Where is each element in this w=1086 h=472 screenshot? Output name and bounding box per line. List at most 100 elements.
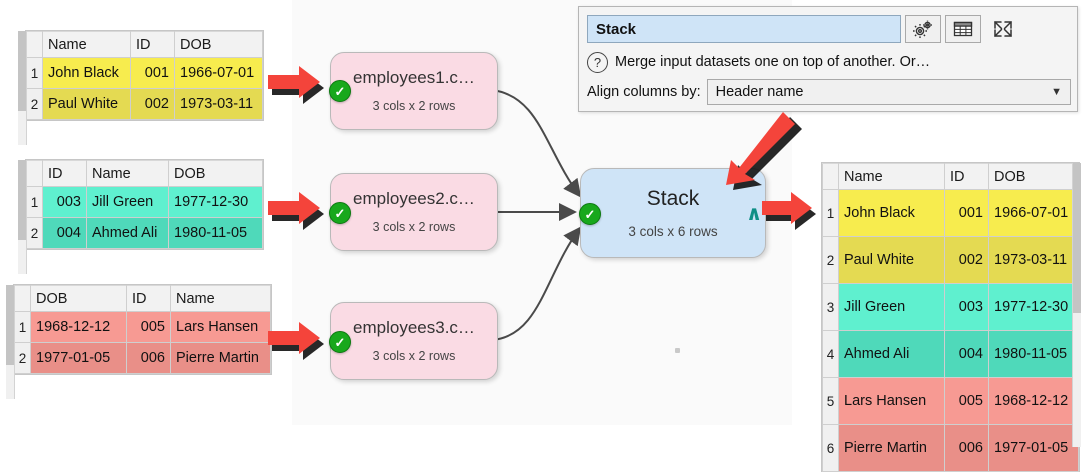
- table-cell[interactable]: 1977-01-05: [30, 342, 127, 374]
- employees1-scroll-thumb[interactable]: [18, 31, 26, 111]
- annotation-arrow-output: [762, 192, 816, 230]
- table-cell[interactable]: Lars Hansen: [838, 377, 945, 425]
- table-cell[interactable]: 1977-01-05: [988, 424, 1079, 472]
- table-cell[interactable]: 005: [944, 377, 989, 425]
- node-subtitle: 3 cols x 6 rows: [628, 224, 718, 240]
- table-cell[interactable]: 1980-11-05: [168, 217, 263, 249]
- result-table-scrollbar[interactable]: [1072, 163, 1081, 447]
- row-number: 2: [14, 342, 31, 374]
- table-cell[interactable]: Pierre Martin: [170, 342, 271, 374]
- table-cell[interactable]: 005: [126, 311, 171, 343]
- table-cell[interactable]: 003: [944, 283, 989, 331]
- employees2-scroll-thumb[interactable]: [18, 160, 26, 240]
- node-name-input[interactable]: Stack: [587, 15, 901, 43]
- table-cell[interactable]: 006: [126, 342, 171, 374]
- gear-glyph: [913, 20, 932, 38]
- column-header[interactable]: Name: [170, 285, 271, 312]
- table-cell[interactable]: Jill Green: [838, 283, 945, 331]
- employees1-scrollbar[interactable]: [18, 31, 27, 145]
- column-header[interactable]: DOB: [174, 31, 263, 58]
- table-cell[interactable]: 004: [944, 330, 989, 378]
- table-cell[interactable]: Paul White: [838, 236, 945, 284]
- align-columns-select[interactable]: Header name ▼: [706, 79, 1071, 105]
- result-table-scroll-thumb[interactable]: [1073, 163, 1081, 313]
- table-cell[interactable]: John Black: [838, 189, 945, 237]
- connector-lines: [491, 89, 582, 341]
- gear-icon[interactable]: [905, 15, 941, 43]
- node-title: employees1.c…: [353, 67, 475, 87]
- table-cell[interactable]: 1977-12-30: [988, 283, 1079, 331]
- column-header[interactable]: Name: [838, 163, 945, 190]
- node-employees2[interactable]: employees2.c… 3 cols x 2 rows: [330, 173, 498, 251]
- table-cell[interactable]: Paul White: [42, 88, 131, 120]
- expand-icon[interactable]: [985, 15, 1021, 43]
- column-header[interactable]: Name: [86, 160, 169, 187]
- table-cell[interactable]: Ahmed Ali: [86, 217, 169, 249]
- table-cell[interactable]: 1980-11-05: [988, 330, 1079, 378]
- employees2-scrollbar[interactable]: [18, 160, 27, 274]
- table-cell[interactable]: 002: [130, 88, 175, 120]
- node-status-ok-icon[interactable]: ✓: [329, 80, 351, 102]
- table-cell[interactable]: Ahmed Ali: [838, 330, 945, 378]
- table-cell[interactable]: 1968-12-12: [988, 377, 1079, 425]
- table-cell[interactable]: Pierre Martin: [838, 424, 945, 472]
- table-cell[interactable]: Jill Green: [86, 186, 169, 218]
- column-header[interactable]: DOB: [988, 163, 1079, 190]
- column-header[interactable]: ID: [130, 31, 175, 58]
- table-cell[interactable]: 1977-12-30: [168, 186, 263, 218]
- annotation-arrow-3: [268, 322, 324, 360]
- node-status-ok-icon[interactable]: ✓: [329, 202, 351, 224]
- column-header[interactable]: ID: [42, 160, 87, 187]
- table-cell[interactable]: 1966-07-01: [174, 57, 263, 89]
- row-number: 1: [26, 57, 43, 89]
- employees3-scrollbar[interactable]: [6, 285, 15, 399]
- table-cell[interactable]: John Black: [42, 57, 131, 89]
- table-cell[interactable]: 1973-03-11: [174, 88, 263, 120]
- column-header[interactable]: DOB: [168, 160, 263, 187]
- table-cell[interactable]: 006: [944, 424, 989, 472]
- node-employees3[interactable]: employees3.c… 3 cols x 2 rows: [330, 302, 498, 380]
- table-icon[interactable]: [945, 15, 981, 43]
- table-cell[interactable]: 004: [42, 217, 87, 249]
- table-cell[interactable]: 001: [944, 189, 989, 237]
- node-title: employees3.c…: [353, 317, 475, 337]
- node-employees1[interactable]: employees1.c… 3 cols x 2 rows: [330, 52, 498, 130]
- column-header[interactable]: ID: [126, 285, 171, 312]
- employees3-scroll-thumb[interactable]: [6, 285, 14, 365]
- node-stack[interactable]: Stack 3 cols x 6 rows: [580, 168, 766, 258]
- node-status-ok-icon[interactable]: ✓: [579, 203, 601, 225]
- column-header[interactable]: DOB: [30, 285, 127, 312]
- table-cell[interactable]: 1968-12-12: [30, 311, 127, 343]
- table-cell[interactable]: Lars Hansen: [170, 311, 271, 343]
- table-cell[interactable]: 1966-07-01: [988, 189, 1079, 237]
- table-cell[interactable]: 1973-03-11: [988, 236, 1079, 284]
- row-number: 1: [14, 311, 31, 343]
- help-icon[interactable]: ?: [587, 51, 608, 73]
- table-cell[interactable]: 003: [42, 186, 87, 218]
- table-cell[interactable]: 002: [944, 236, 989, 284]
- table-cell[interactable]: 001: [130, 57, 175, 89]
- column-header[interactable]: ID: [944, 163, 989, 190]
- column-header[interactable]: Name: [42, 31, 131, 58]
- node-status-ok-icon[interactable]: ✓: [329, 331, 351, 353]
- row-header-corner: [822, 163, 839, 190]
- align-columns-row: Align columns by: Header name ▼: [587, 79, 1071, 105]
